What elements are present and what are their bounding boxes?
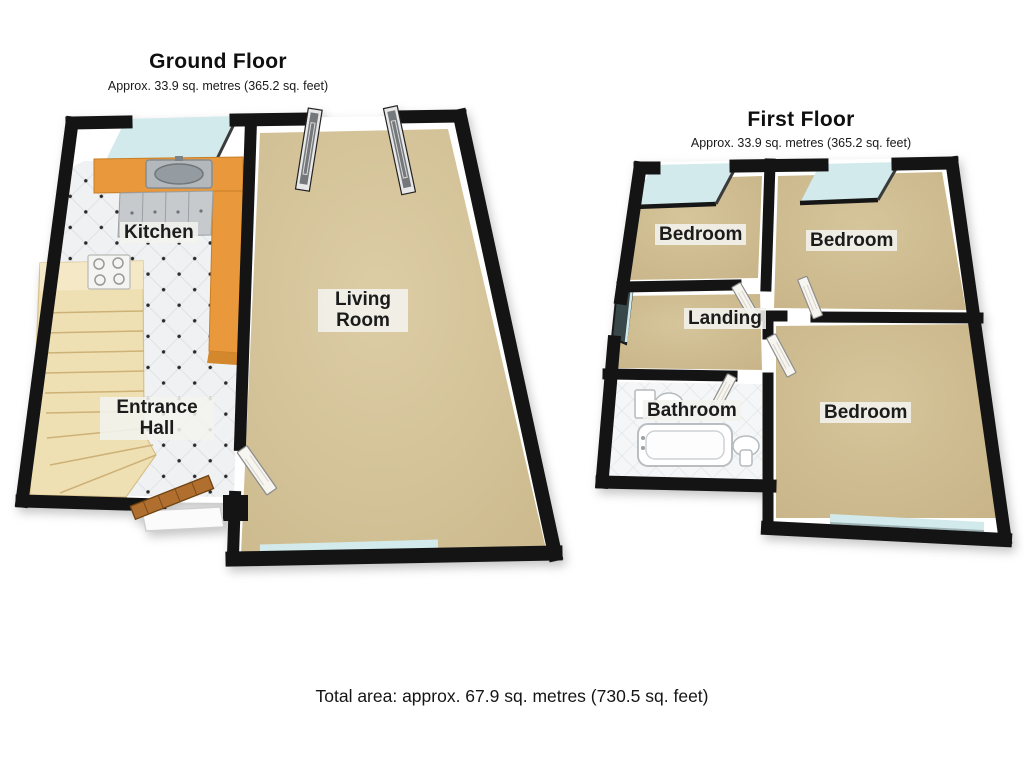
bedroom2-door	[797, 275, 823, 320]
ground-floor-plan: Kitchen Living Room Entrance Hall	[8, 103, 568, 615]
first-floor-plan: Bedroom Bedroom Landing Bathroom Bedroom	[588, 150, 1020, 574]
french-doors	[294, 105, 417, 196]
bedroom3-door	[766, 333, 797, 378]
bedroom2-window	[799, 161, 902, 206]
kitchen-sink	[145, 156, 213, 189]
entrance-step	[141, 506, 225, 532]
bedroom1-label: Bedroom	[655, 224, 747, 246]
bedroom3-label: Bedroom	[820, 402, 912, 424]
ground-floor-area: Approx. 33.9 sq. metres (365.2 sq. feet)	[107, 79, 329, 93]
ground-floor-drawing	[14, 105, 564, 567]
bath-tub	[637, 423, 733, 467]
total-area-text: Total area: approx. 67.9 sq. metres (730…	[315, 686, 709, 706]
living-room-floor	[241, 129, 546, 555]
first-floor-drawing	[594, 155, 1013, 548]
first-floor-title: First Floor	[747, 108, 855, 131]
landing-floor	[614, 294, 762, 370]
hall-living-door	[236, 445, 277, 496]
first-floor-area: Approx. 33.9 sq. metres (365.2 sq. feet)	[690, 136, 912, 150]
landing-label: Landing	[684, 308, 766, 330]
first-floor-walls	[594, 155, 1013, 548]
ground-floor-title: Ground Floor	[149, 50, 287, 73]
entrance-hall-label: Entrance Hall	[100, 397, 214, 440]
living-room-label: Living Room	[318, 289, 408, 332]
bathroom-label: Bathroom	[643, 400, 741, 422]
bedroom3-window	[829, 514, 985, 532]
bedroom2-label: Bedroom	[806, 230, 898, 252]
kitchen-label: Kitchen	[120, 222, 198, 244]
hand-basin	[732, 435, 760, 467]
front-door	[129, 474, 215, 521]
stove-hob	[87, 254, 131, 290]
